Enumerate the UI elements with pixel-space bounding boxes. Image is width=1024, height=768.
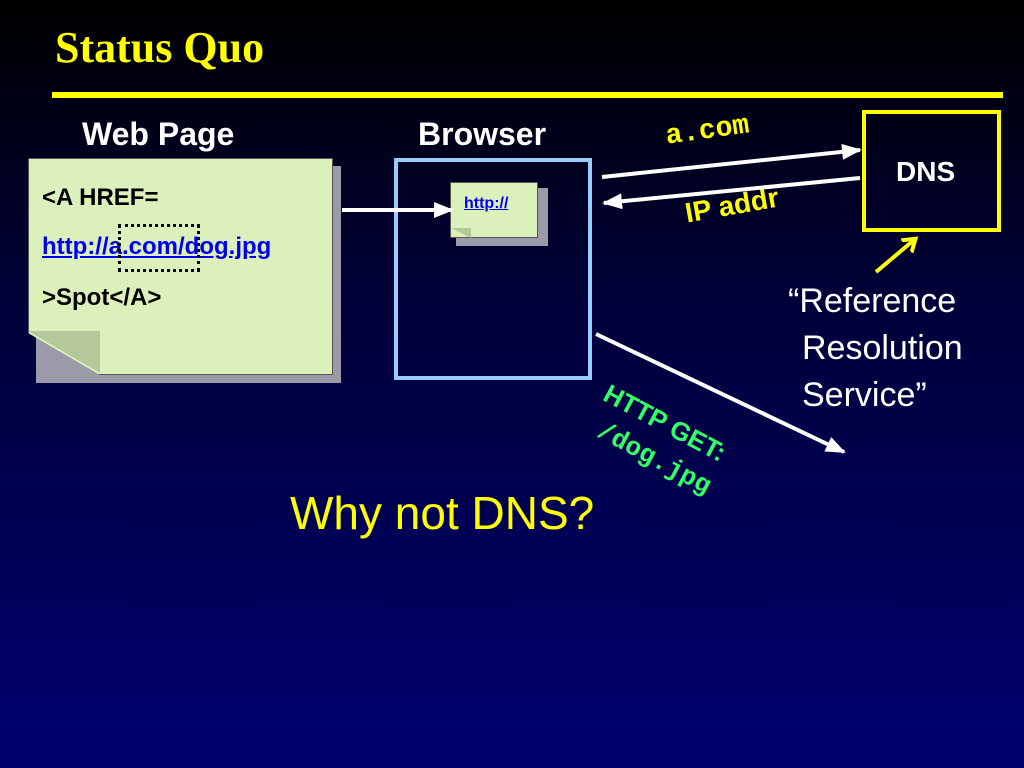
- annotation-line-3: Service”: [802, 376, 927, 414]
- slide-title: Status Quo: [55, 23, 265, 72]
- html-anchor-close: >Spot</A>: [42, 284, 162, 311]
- browser-note-link[interactable]: http://: [464, 195, 509, 212]
- browser-note: [450, 182, 538, 238]
- dns-label: DNS: [896, 156, 956, 187]
- browser-label: Browser: [418, 116, 547, 152]
- annotation-pointer-arrow: [874, 240, 914, 274]
- reference-resolution-annotation: “Reference Resolution Service”: [788, 278, 963, 419]
- dns-to-browser-arrow: [602, 176, 861, 210]
- hostname-highlight-box: [118, 224, 200, 272]
- web-page-label: Web Page: [82, 116, 235, 152]
- html-anchor-open: <A HREF=: [42, 184, 159, 211]
- annotation-line-2: Resolution: [802, 329, 963, 367]
- html-href-link[interactable]: http://a.com/dog.jpg: [42, 233, 272, 260]
- title-divider: [52, 92, 1003, 98]
- annotation-line-1: “Reference: [788, 282, 957, 320]
- browser-box: [394, 158, 592, 380]
- browser-note-fold: [451, 228, 471, 238]
- browser-to-dns-arrow: [601, 143, 862, 179]
- question-text: Why not DNS?: [290, 487, 595, 539]
- dns-box: [862, 110, 1001, 232]
- browser-http-get-arrow: [595, 332, 846, 454]
